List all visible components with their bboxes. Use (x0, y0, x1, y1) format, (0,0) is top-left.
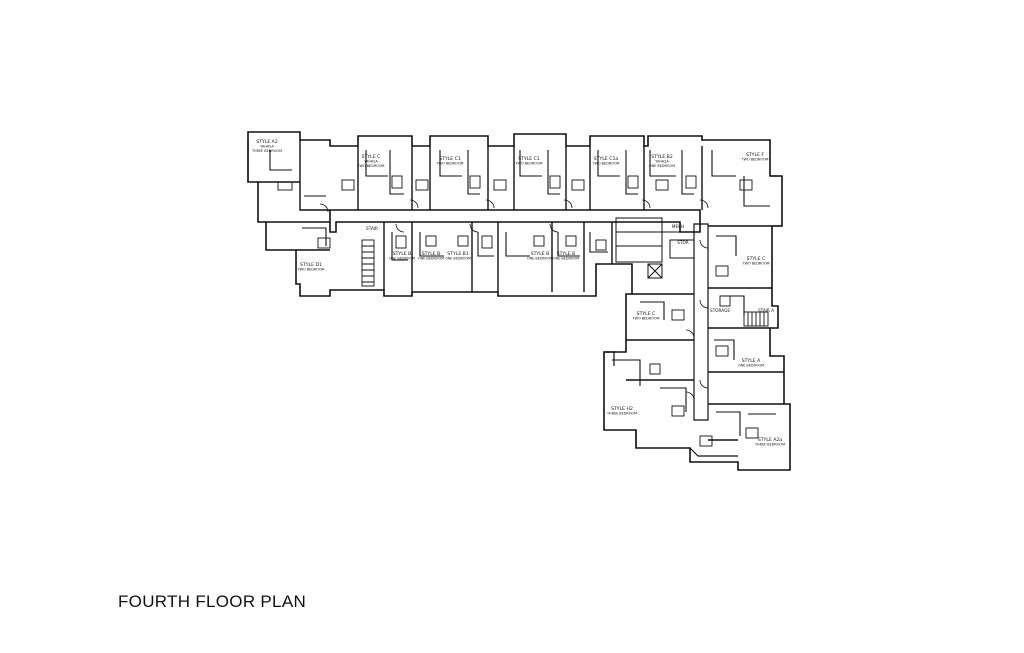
service-label: STOR (677, 240, 689, 245)
stair-east (743, 311, 769, 327)
building-outline (247, 131, 791, 471)
service-label: STAIR (366, 226, 378, 231)
building-walls (247, 131, 791, 471)
service-label: STAIR A (758, 308, 774, 313)
service-labels: STAIR MECH STOR STORAGE STAIR A (366, 224, 774, 313)
service-label: STORAGE (710, 308, 730, 313)
plan-title: FOURTH FLOOR PLAN (118, 592, 307, 611)
elevator (647, 263, 663, 279)
corridor (329, 209, 701, 233)
corridor-vertical (693, 223, 709, 421)
stair-west (361, 239, 375, 287)
service-label: MECH (672, 224, 684, 229)
